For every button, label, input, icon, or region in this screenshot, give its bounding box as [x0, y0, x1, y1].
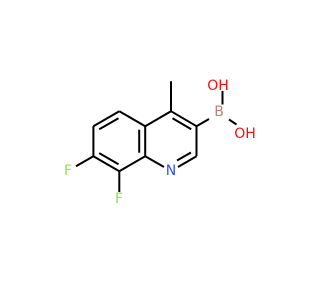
hydroxyl-upper-label: OH [207, 78, 229, 94]
structure-canvas: B OH OH N F F [64, 78, 256, 207]
bonds [75, 81, 238, 192]
bond-c4a-c5 [118, 110, 146, 128]
bond-c7-c8-inner [98, 152, 119, 166]
bond-c4-c3-inner [171, 117, 192, 131]
bond-c4a-c4 [144, 110, 172, 128]
fluorine-c7-label: F [64, 163, 72, 179]
bond-c3-boron [196, 118, 210, 128]
atom-labels: B OH OH N F F [64, 78, 256, 207]
bond-c2-n1 [177, 155, 198, 168]
hydroxyl-lower-label: OH [234, 126, 256, 142]
bond-c2-n1-inner [176, 151, 192, 162]
nitrogen-atom-label: N [166, 163, 176, 179]
bond-c4-c3 [170, 110, 198, 128]
boron-atom-label: B [214, 104, 224, 120]
bond-c5-c6 [92, 110, 120, 128]
bond-c5-c6-inner [98, 117, 119, 131]
bond-c7-fluorine [75, 155, 94, 168]
bond-c7-c8 [92, 155, 120, 173]
molecule-diagram: B OH OH N F F [63, 78, 256, 207]
bond-boron-hydroxyl-lower [228, 118, 238, 126]
bond-n1-c8a [144, 155, 165, 168]
bond-c8-c8a [118, 155, 146, 173]
fluorine-c8-label: F [115, 191, 123, 207]
